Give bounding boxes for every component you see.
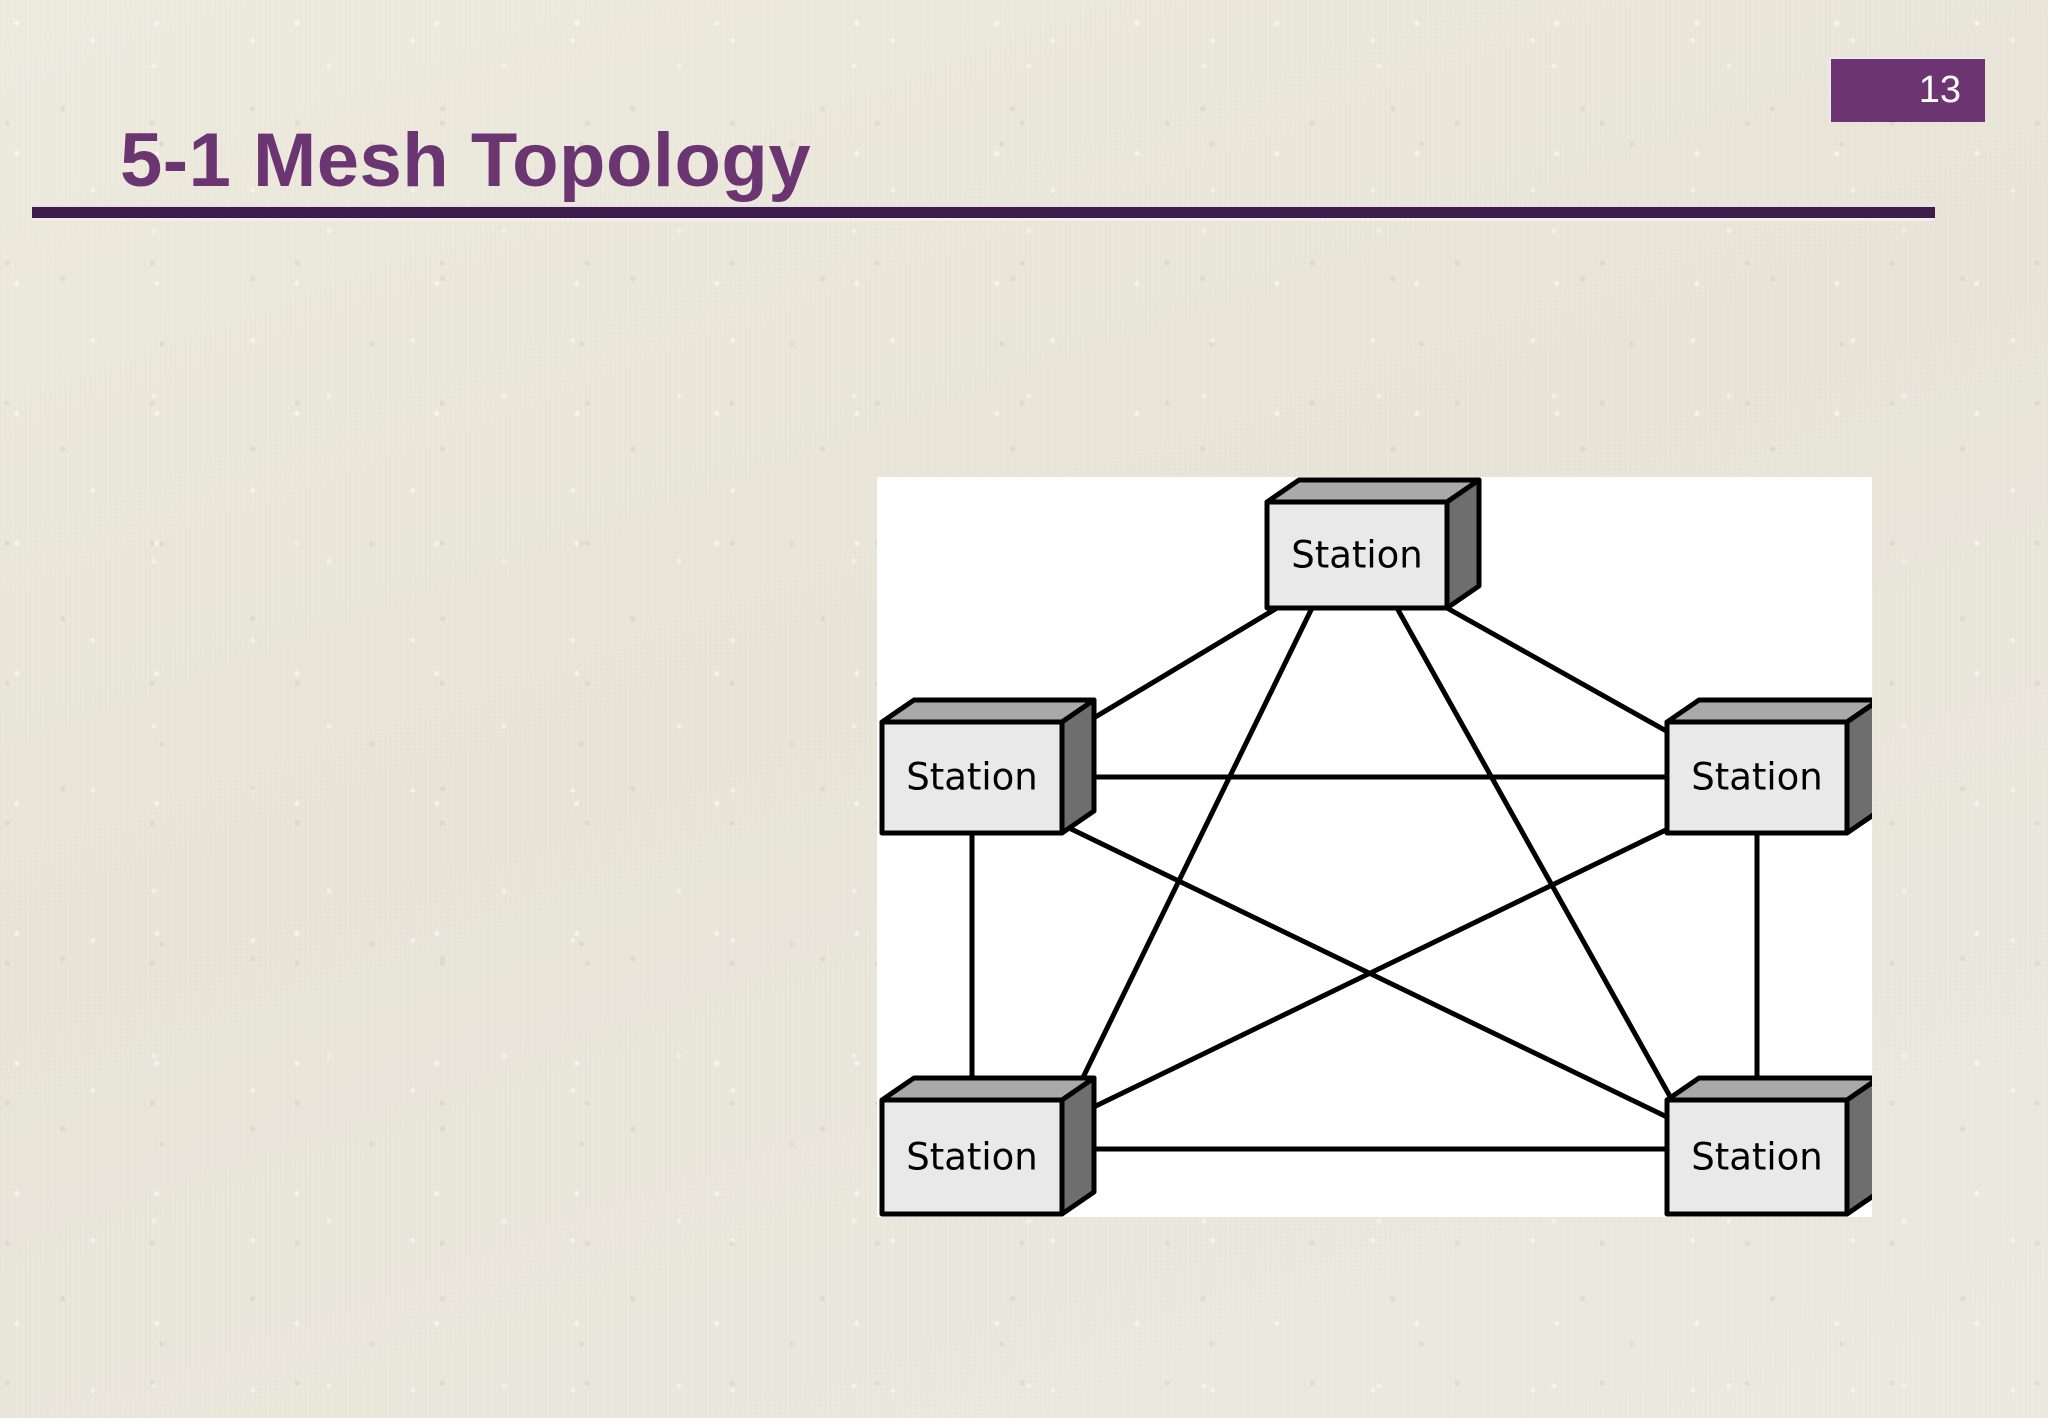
- station-left[interactable]: Station: [879, 697, 1097, 836]
- station-bottom-right[interactable]: Station: [1664, 1075, 1872, 1217]
- station-bottom-left-top-face: [879, 1075, 1097, 1103]
- station-left-label: Station: [906, 756, 1038, 799]
- link-top-bottomright: [1394, 606, 1675, 1102]
- station-bottom-left-side-face: [1059, 1075, 1097, 1217]
- station-left-top-face: [879, 697, 1097, 725]
- page-number-label: 13: [1918, 69, 1961, 111]
- station-top-front-face: [1264, 499, 1450, 611]
- station-left-front-face: [879, 719, 1065, 836]
- title-divider: [32, 205, 1935, 221]
- mesh-topology-svg: Station Station Station Stati: [879, 477, 1872, 1217]
- link-layer: [969, 605, 1760, 1152]
- station-bottom-left-front-face: [879, 1097, 1065, 1217]
- station-top[interactable]: Station: [1264, 477, 1482, 611]
- station-right-side-face: [1844, 701, 1872, 836]
- station-top-label: Station: [1291, 534, 1423, 577]
- link-right-bottomleft: [1071, 824, 1674, 1120]
- page-title: 5-1 Mesh Topology: [120, 117, 812, 203]
- station-bottom-right-label: Station: [1691, 1136, 1823, 1179]
- station-bottom-left-label: Station: [906, 1136, 1038, 1179]
- station-right-label: Station: [1691, 756, 1823, 799]
- station-bottom-right-front-face: [1664, 1097, 1850, 1217]
- station-top-top-face: [1264, 477, 1482, 505]
- station-bottom-right-top-face: [1664, 1075, 1872, 1103]
- station-right-front-face: [1664, 719, 1850, 836]
- link-top-bottomleft: [1069, 606, 1315, 1102]
- mesh-topology-diagram: Station Station Station Stati: [877, 477, 1872, 1217]
- link-top-right: [1445, 605, 1679, 740]
- link-top-left: [1060, 605, 1279, 740]
- station-bottom-right-side-face: [1844, 1079, 1872, 1217]
- station-right[interactable]: Station: [1664, 697, 1872, 836]
- station-left-side-face: [1059, 697, 1097, 836]
- station-top-side-face: [1444, 477, 1482, 611]
- station-bottom-left[interactable]: Station: [879, 1075, 1097, 1217]
- page-number-badge: 13: [1829, 57, 1985, 122]
- station-right-top-face: [1664, 697, 1872, 725]
